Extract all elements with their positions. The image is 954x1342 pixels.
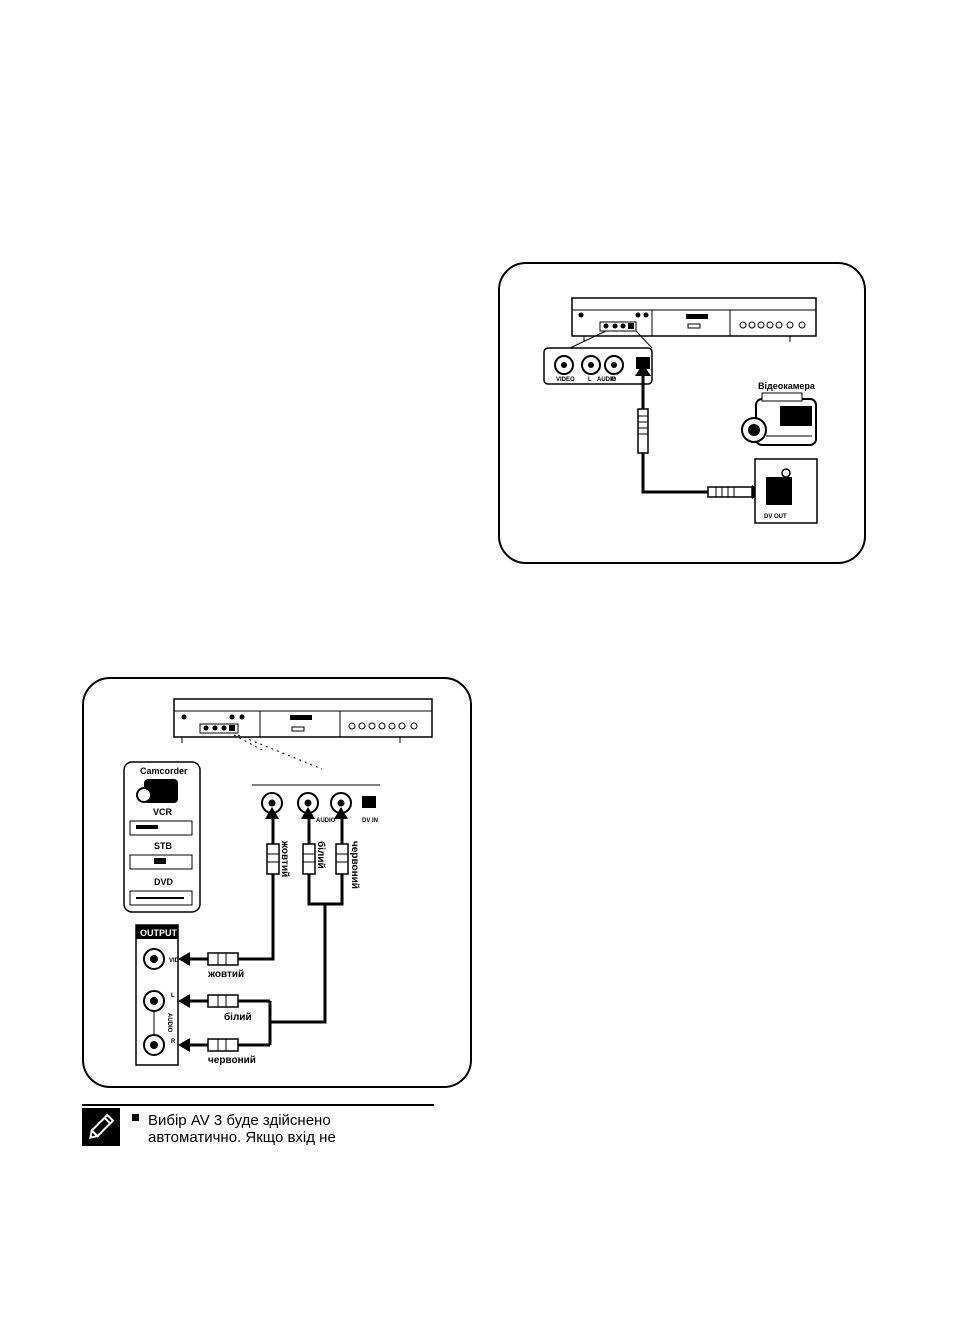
- yellow-cable: [234, 874, 273, 959]
- white-plug: [303, 844, 315, 874]
- audio-jack-label: AUDIO: [316, 818, 336, 824]
- camcorder-icon: [742, 393, 816, 445]
- yellow-plug-label: жовтий: [279, 840, 290, 877]
- note-text: Вибір AV 3 буде здійснено автоматично. Я…: [148, 1112, 434, 1146]
- yellow-plug: [267, 844, 279, 874]
- red-cable-label: червоний: [208, 1055, 256, 1066]
- video-jack-label: VIDEO: [556, 377, 575, 383]
- dv-cable: [643, 453, 708, 492]
- arrow-left-icon: [178, 952, 190, 966]
- output-right-label: R: [171, 1039, 176, 1045]
- red-plug-label: червоний: [349, 841, 360, 889]
- output-audio-label: AUDIO: [166, 1013, 172, 1033]
- white-plug-label: білий: [315, 841, 327, 869]
- camera-label: Відеокамера: [758, 381, 816, 391]
- dv-plug-side: [708, 487, 752, 497]
- output-video-label: VID: [169, 958, 180, 964]
- audio-right-label: R: [611, 377, 616, 383]
- note-text-line-2: автоматично. Якщо вхід не: [148, 1129, 434, 1146]
- note-text-line-1: Вибір AV 3 буде здійснено: [148, 1112, 434, 1129]
- note-divider: [82, 1104, 434, 1106]
- pencil-note-icon: [82, 1108, 120, 1146]
- bullet-icon: [132, 1114, 139, 1121]
- av-connection-figure: AUDIO DV IN жовтий білий червоний: [82, 677, 472, 1088]
- audio-left-label: L: [588, 377, 592, 383]
- output-left-label: L: [171, 993, 175, 999]
- white-cable-label: білий: [224, 1011, 252, 1023]
- dv-in-label: DV IN: [362, 818, 378, 824]
- yellow-cable-label: жовтий: [207, 969, 244, 980]
- device-dvd-label: DVD: [154, 877, 174, 887]
- device-stb-label: STB: [154, 841, 173, 851]
- dv-connection-diagram: VIDEO L AUDIO R Відеокамера: [500, 264, 868, 566]
- dv-connection-figure: VIDEO L AUDIO R Відеокамера: [498, 262, 866, 564]
- arrow-left-icon: [178, 1038, 190, 1052]
- note-block: Вибір AV 3 буде здійснено автоматично. Я…: [82, 1104, 434, 1148]
- dv-out-label: DV OUT: [764, 514, 787, 520]
- audio-cable-join: [309, 874, 342, 904]
- device-vcr-label: VCR: [153, 807, 173, 817]
- red-plug: [336, 844, 348, 874]
- av-connection-diagram: AUDIO DV IN жовтий білий червоний: [84, 679, 474, 1090]
- device-camcorder-label: Camcorder: [140, 766, 188, 776]
- audio-cable: [270, 904, 325, 1022]
- output-title: OUTPUT: [140, 928, 178, 938]
- arrow-left-icon: [178, 994, 190, 1008]
- dv-in-port: [362, 796, 376, 808]
